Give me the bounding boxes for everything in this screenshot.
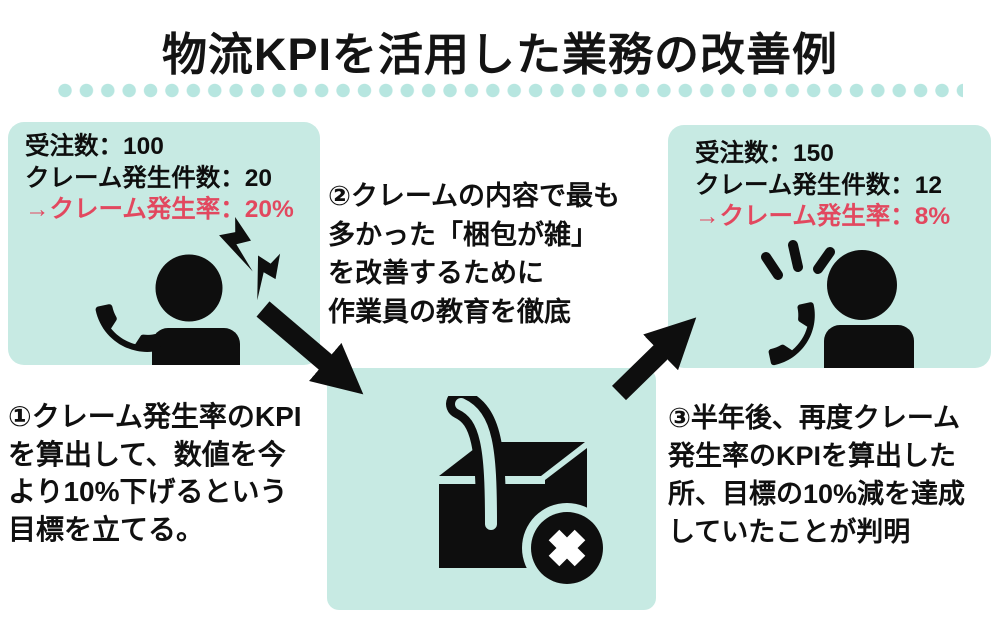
action-panel — [327, 368, 656, 610]
before-claims-line: クレーム発生件数：20 — [25, 164, 273, 192]
damaged-package-icon — [439, 396, 612, 591]
lightning-bolt-icon — [257, 253, 281, 301]
phone-handset-icon — [95, 304, 161, 352]
angry-caller-icon — [95, 216, 281, 365]
person-head — [827, 250, 897, 320]
step3-text: ③半年後、再度クレーム 発生率のKPIを算出した 所、目標の10%減を達成 して… — [668, 403, 966, 547]
after-orders-line: 受注数：150 — [695, 140, 834, 167]
step1-text: ①クレーム発生率のKPI を算出して、数値を今 より10%下げるという 目標を立… — [8, 401, 302, 545]
ringing-marks-icon — [761, 240, 835, 280]
after-claim-rate-line: →クレーム発生率：8% — [695, 203, 951, 230]
before-claim-rate-line: →クレーム発生率：20% — [25, 196, 294, 223]
person-body — [152, 328, 240, 365]
after-claims-line: クレーム発生件数：12 — [695, 171, 943, 199]
after-stats: 受注数：150 クレーム発生件数：12 →クレーム発生率：8% — [695, 138, 950, 233]
person-head — [155, 254, 223, 322]
before-stats: 受注数：100 クレーム発生件数：20 →クレーム発生率：20% — [25, 131, 294, 226]
step2-text: ②クレームの内容で最も 多かった「梱包が雑」 を改善するために 作業員の教育を徹… — [328, 181, 621, 327]
packing-flap-core — [455, 398, 497, 530]
page-title: 物流KPIを活用した業務の改善例 — [161, 29, 838, 80]
before-panel: 受注数：100 クレーム発生件数：20 →クレーム発生率：20% — [8, 122, 320, 365]
ringing-phone-caller-icon — [761, 240, 914, 368]
x-mark-icon — [548, 529, 586, 567]
after-panel: 受注数：150 クレーム発生件数：12 →クレーム発生率：8% — [668, 125, 991, 368]
before-orders-line: 受注数：100 — [25, 133, 164, 160]
lightning-bolt-icon — [219, 216, 253, 272]
phone-handset-icon — [768, 302, 815, 366]
dotted-divider — [58, 83, 963, 98]
person-body — [824, 325, 914, 368]
